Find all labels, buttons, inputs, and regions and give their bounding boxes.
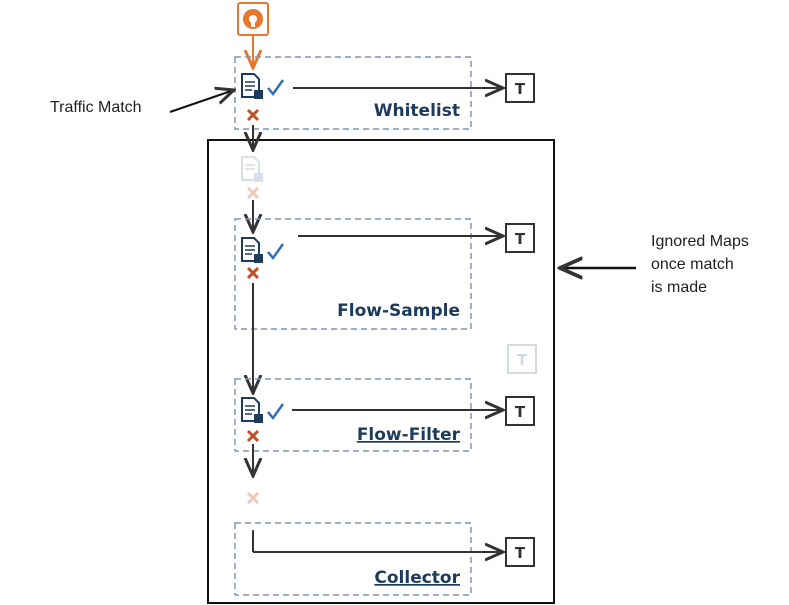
svg-text:T: T xyxy=(515,403,526,421)
check-icon xyxy=(267,403,285,421)
map-label-whitelist: Whitelist xyxy=(374,101,460,121)
callout-arrow-traffic-match xyxy=(169,90,234,113)
map-flow-filter: Flow-Filter xyxy=(234,378,472,452)
svg-text:T: T xyxy=(515,80,526,98)
document-icon xyxy=(241,397,263,423)
map-collector: Collector xyxy=(234,522,472,596)
callout-traffic-match: Traffic Match xyxy=(50,99,142,116)
faded-document-icon xyxy=(241,156,263,182)
terminal-icon: T xyxy=(505,396,535,426)
map-label-flow-filter: Flow-Filter xyxy=(357,425,461,445)
callout-ignored-line-3: is made xyxy=(651,279,707,296)
terminal-icon: T xyxy=(505,73,535,103)
source-icon xyxy=(237,2,269,36)
faded-x-icon xyxy=(246,186,260,200)
document-icon xyxy=(241,237,263,263)
ignored-maps-region xyxy=(207,139,555,604)
faded-x-icon xyxy=(246,491,260,505)
map-flow-sample: Flow-Sample xyxy=(234,218,472,330)
map-label-collector: Collector xyxy=(374,568,460,588)
faded-terminal-icon: T xyxy=(507,344,537,374)
svg-text:T: T xyxy=(517,351,528,369)
svg-text:T: T xyxy=(515,230,526,248)
x-icon xyxy=(246,429,260,443)
document-icon xyxy=(241,73,263,99)
check-icon xyxy=(267,79,285,97)
map-whitelist: Whitelist xyxy=(234,56,472,130)
x-icon xyxy=(246,266,260,280)
terminal-icon: T xyxy=(505,223,535,253)
terminal-icon: T xyxy=(505,537,535,567)
callout-ignored-line-1: Ignored Maps xyxy=(651,233,749,250)
x-icon xyxy=(246,108,260,122)
check-icon xyxy=(267,243,285,261)
svg-text:T: T xyxy=(515,544,526,562)
callout-ignored-line-2: once match xyxy=(651,256,734,273)
map-label-flow-sample: Flow-Sample xyxy=(337,301,460,321)
